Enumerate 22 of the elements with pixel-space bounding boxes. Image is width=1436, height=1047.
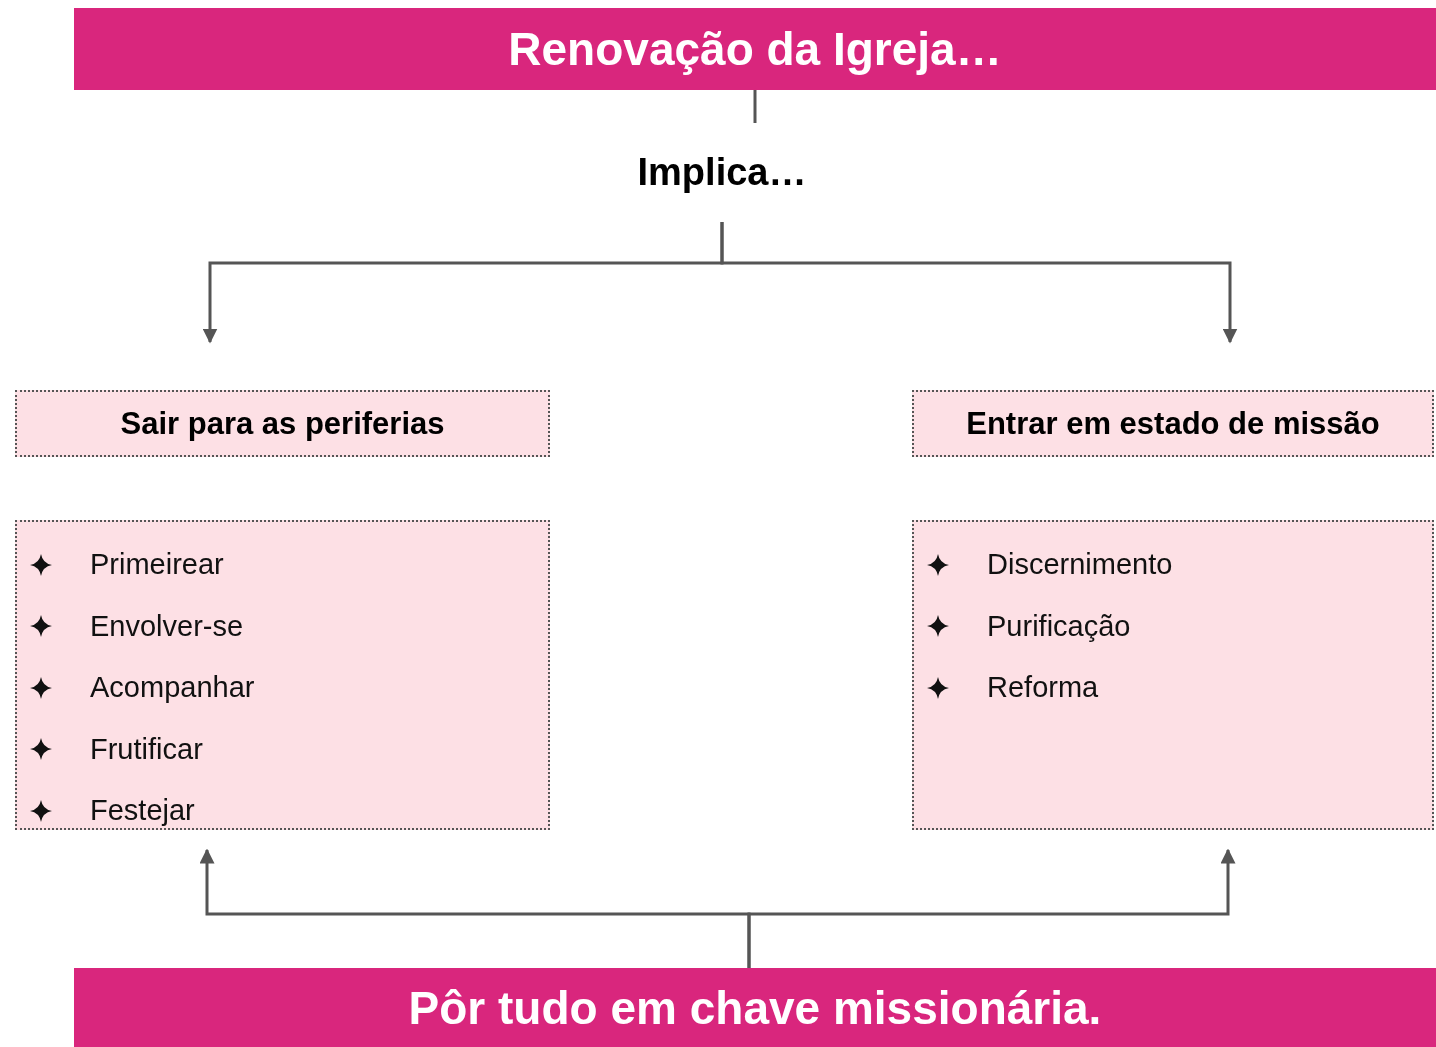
- title-banner: [74, 968, 1436, 1047]
- title-banner: [74, 8, 1436, 90]
- list-item: Purificação: [987, 609, 1131, 643]
- heading-text: Entrar em estado de missão: [966, 405, 1380, 442]
- connector-line: [753, 90, 757, 123]
- list-item: Frutificar: [90, 732, 203, 766]
- title-text: Pôr tudo em chave missionária.: [408, 980, 1102, 1035]
- list-item: Discernimento: [987, 548, 1173, 582]
- list-item: Festejar: [90, 794, 195, 828]
- list-item: Envolver-se: [90, 609, 244, 643]
- arrow: [747, 848, 1236, 968]
- list-item: Acompanhar: [90, 671, 255, 705]
- heading-box: [912, 390, 1434, 457]
- title-text: Renovação da Igreja…: [508, 22, 1002, 76]
- list-box: [912, 520, 1434, 830]
- implica-text: Implica…: [637, 151, 807, 194]
- heading-box: [15, 390, 550, 457]
- heading-text: Sair para as periferias: [120, 405, 445, 442]
- arrow: [720, 222, 1238, 344]
- list-item: Reforma: [987, 671, 1099, 705]
- list-box: [15, 520, 550, 830]
- list-item: Primeirear: [90, 548, 224, 582]
